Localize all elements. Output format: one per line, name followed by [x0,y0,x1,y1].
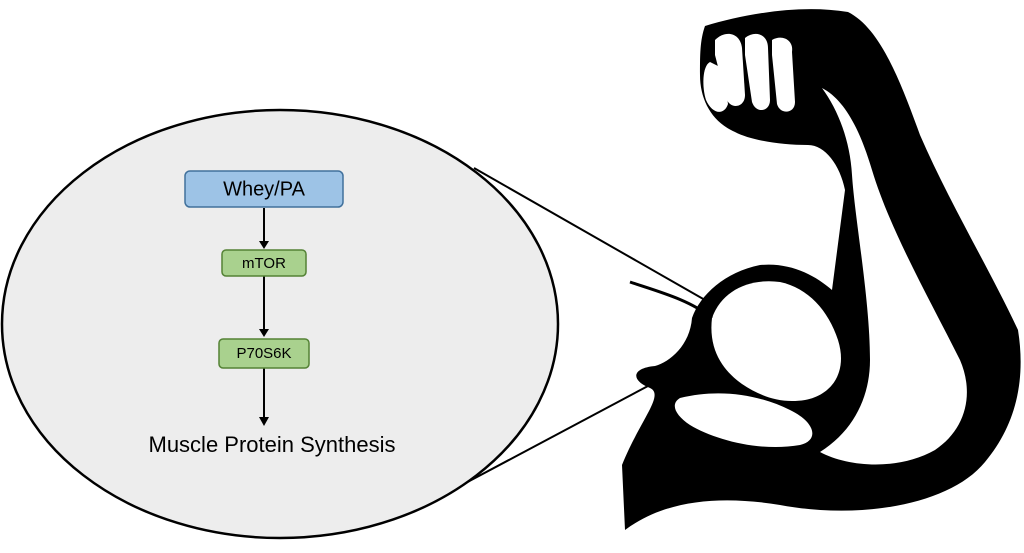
node-mtor: mTOR [221,249,307,277]
zoom-connector-top [473,167,741,321]
pathway-arrows [259,208,269,426]
node-mtor-label: mTOR [242,255,286,272]
flexed-arm-icon [622,9,1021,530]
zoom-circle [0,108,560,540]
node-mtor-box [221,249,307,277]
node-p70s6k-label: P70S6K [236,345,291,362]
node-whey-label: Whey/PA [223,178,306,200]
arrowhead-whey-to-mtor [259,241,269,249]
node-whey: Whey/PA [184,170,344,208]
arrowhead-p70-to-outcome [259,417,269,426]
pathway: Whey/PA mTOR P70S6K Muscle Protein Synth… [149,170,396,457]
outcome-label: Muscle Protein Synthesis [149,432,396,457]
node-p70s6k-box [218,338,310,369]
arrowhead-mtor-to-p70 [259,329,269,337]
node-whey-box [184,170,344,208]
node-p70s6k: P70S6K [218,338,310,369]
